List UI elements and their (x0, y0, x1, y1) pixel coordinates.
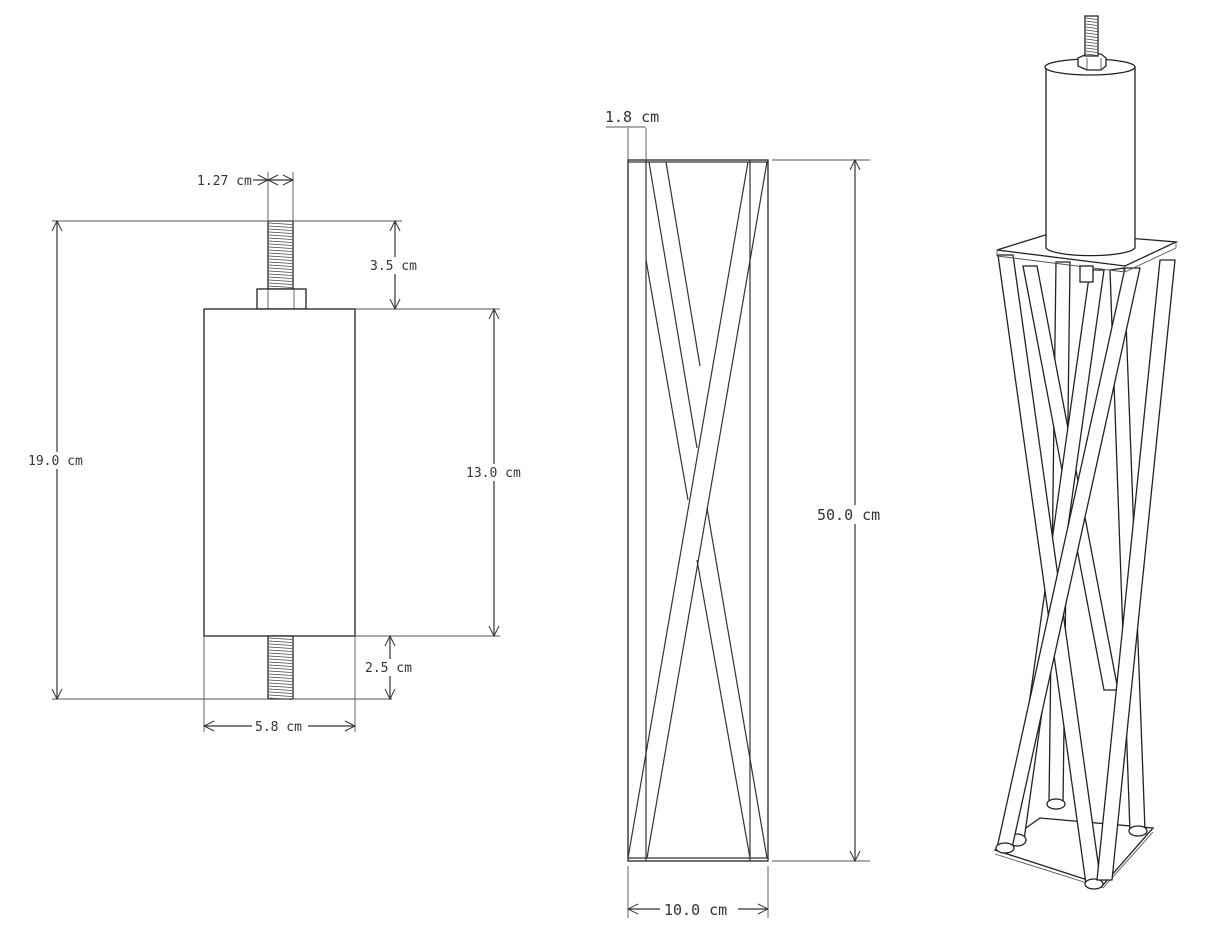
thread-line (268, 664, 293, 667)
dimension-label: 10.0 cm (664, 901, 727, 919)
thread-line (1085, 29, 1098, 32)
thread-line (268, 661, 293, 664)
thread-line (268, 225, 293, 228)
rear-diagonal-bar (645, 161, 768, 859)
thread-line (1085, 17, 1098, 20)
thread-line (268, 249, 293, 252)
dimension-cylinder-height: 13.0 cm (464, 309, 526, 636)
isometric-assembly-view (993, 15, 1179, 890)
frame-front-view: 1.8 cm 50.0 cm 10.0 cm (605, 108, 890, 919)
thread-line (1085, 41, 1098, 44)
thread-line (268, 667, 293, 670)
thread-line (268, 643, 293, 646)
thread-line (268, 234, 293, 237)
dimension-cylinder-width: 5.8 cm (204, 718, 355, 735)
thread-line (268, 270, 293, 273)
thread-line (268, 255, 293, 258)
frame-outline (627, 159, 769, 862)
dimension-label: 5.8 cm (255, 720, 302, 735)
dimension-label: 50.0 cm (817, 506, 880, 524)
thread-line (1085, 23, 1098, 26)
dimension-label: 1.8 cm (605, 108, 659, 126)
dimension-total-height: 19.0 cm (27, 221, 87, 699)
thread-line (1085, 35, 1098, 38)
dimension-label: 1.27 cm (197, 174, 252, 189)
thread-line (268, 640, 293, 643)
thread-line (268, 658, 293, 661)
thread-line (268, 691, 293, 694)
dimension-frame-height: 50.0 cm (772, 160, 890, 861)
thread-line (268, 688, 293, 691)
thread-line (268, 243, 293, 246)
thread-line (268, 670, 293, 673)
thread-line (268, 682, 293, 685)
thread-line (268, 637, 293, 640)
dimension-bolt-bottom-length: 2.5 cm (363, 636, 419, 699)
thread-line (1085, 44, 1098, 47)
thread-line (268, 673, 293, 676)
thread-line (1085, 50, 1098, 53)
thread-line (1085, 53, 1098, 56)
dimension-label: 2.5 cm (365, 661, 412, 676)
thread-line (268, 231, 293, 234)
thread-line (1085, 20, 1098, 23)
dimension-label: 3.5 cm (370, 259, 417, 274)
front-diagonal-bar (627, 161, 768, 859)
thread-line (268, 276, 293, 279)
thread-line (268, 237, 293, 240)
thread-line (268, 655, 293, 658)
thread-line (268, 246, 293, 249)
cylinder-body (203, 308, 356, 637)
dimension-frame-width: 10.0 cm (628, 866, 768, 919)
thread-line (268, 646, 293, 649)
nut (256, 288, 307, 310)
dimension-label: 13.0 cm (466, 466, 521, 481)
thread-line (268, 694, 293, 697)
thread-line (268, 240, 293, 243)
front-legs (995, 254, 1176, 890)
isometric-cylinder (1044, 15, 1136, 257)
thread-line (268, 649, 293, 652)
thread-line (268, 228, 293, 231)
dimension-bolt-diameter: 1.27 cm (197, 174, 293, 189)
dimension-bar-thickness: 1.8 cm (605, 108, 659, 160)
thread-line (268, 261, 293, 264)
thread-line (1085, 38, 1098, 41)
thread-line (268, 282, 293, 285)
thread-line (268, 679, 293, 682)
thread-line (268, 267, 293, 270)
thread-line (268, 685, 293, 688)
dimension-bolt-top-length: 3.5 cm (367, 221, 423, 309)
thread-line (1085, 32, 1098, 35)
top-bolt (256, 220, 307, 310)
thread-line (268, 258, 293, 261)
thread-line (268, 273, 293, 276)
thread-line (268, 652, 293, 655)
dimension-label: 19.0 cm (28, 454, 83, 469)
thread-line (1085, 47, 1098, 50)
bottom-bolt (267, 635, 294, 700)
thread-line (1085, 26, 1098, 29)
thread-line (268, 252, 293, 255)
thread-line (268, 676, 293, 679)
cylinder-view: 1.27 cm 19.0 cm 3.5 cm 13.0 cm 2.5 cm (27, 172, 526, 735)
thread-line (268, 285, 293, 288)
thread-line (268, 222, 293, 225)
thread-line (268, 279, 293, 282)
thread-line (268, 264, 293, 267)
